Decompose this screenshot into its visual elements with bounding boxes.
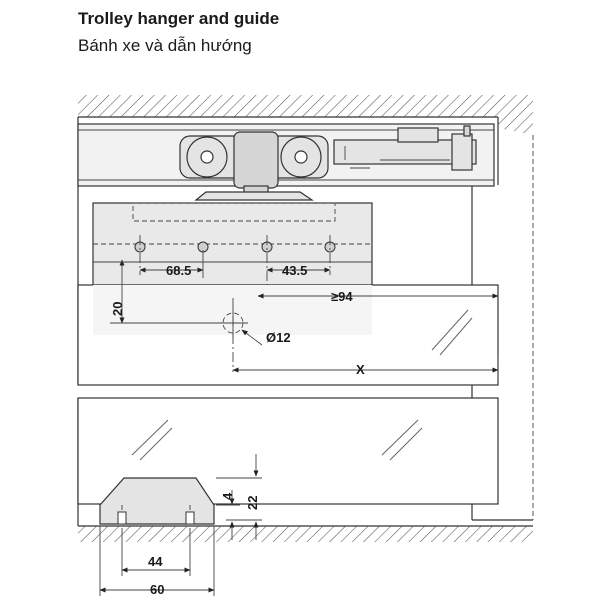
mounting-holes [134,241,336,253]
floor-guide [99,477,215,525]
dim-vertical-offset: 20 [110,302,125,316]
dim-guide-inner-width: 44 [148,554,163,569]
dim-hole-diameter: Ø12 [266,330,291,345]
dim-min-width: ≥94 [331,289,353,304]
floor [78,525,533,542]
dim-guide-height: 22 [245,496,260,510]
dim-hole-offset: 43.5 [282,263,307,278]
dimension-lines [99,250,499,596]
trolley [179,131,329,201]
dim-door-length: X [356,362,365,377]
dim-guide-outer-width: 60 [150,582,164,597]
dim-hole-spacing: 68.5 [166,263,191,278]
ceiling [78,95,533,185]
stopper [333,125,477,171]
page-subtitle: Bánh xe và dẫn hướng [78,36,252,55]
dim-guide-gap: 4 [220,492,235,500]
page-title: Trolley hanger and guide [78,9,280,28]
